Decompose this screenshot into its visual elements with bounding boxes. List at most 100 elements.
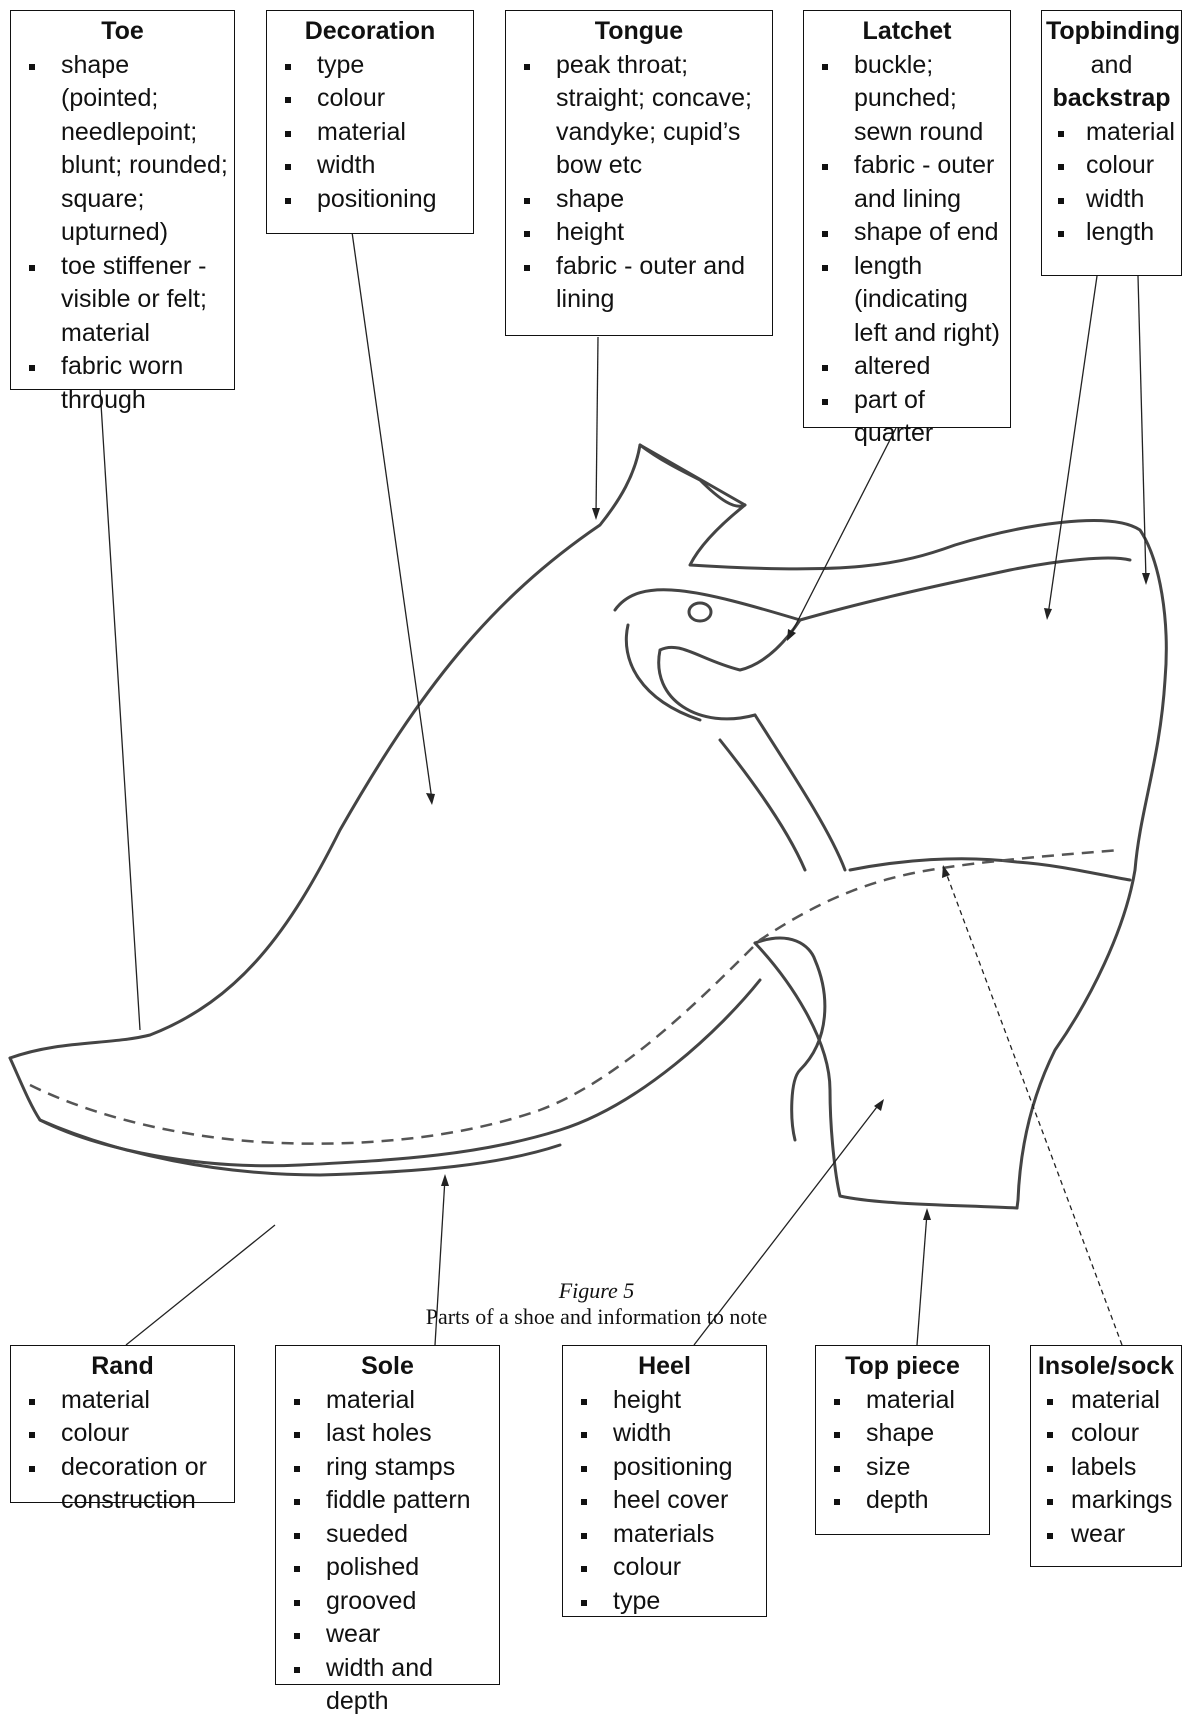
list-item: material [17, 1384, 228, 1418]
list-item: material [1035, 1384, 1177, 1418]
top-piece-title: Top piece [822, 1350, 983, 1384]
insole-list: material colour labels markings wear [1035, 1384, 1177, 1552]
list-item: positioning [273, 183, 467, 217]
topbinding-title-c: backstrap [1046, 82, 1177, 116]
list-item: colour [569, 1551, 760, 1585]
tongue-title: Tongue [512, 15, 766, 49]
leader-topbinding-a [1048, 276, 1097, 615]
leader-tongue [596, 337, 598, 515]
topbinding-title-a: Topbinding [1046, 15, 1177, 49]
list-item: width [569, 1417, 760, 1451]
list-item: peak throat; straight; concave; vandyke;… [512, 49, 766, 183]
sole-title: Sole [282, 1350, 493, 1384]
list-item: polished [282, 1551, 493, 1585]
insole-title: Insole/sock [1035, 1350, 1177, 1384]
heel-breast [755, 938, 825, 1140]
leader-toe [100, 388, 140, 1030]
list-item: colour [273, 82, 467, 116]
quarter-seam [755, 715, 845, 870]
latchet-seam [720, 740, 805, 870]
list-item: part of quarter [810, 384, 1004, 451]
decoration-list: type colour material width positioning [273, 49, 467, 217]
heel-outline [755, 943, 1017, 1208]
list-item: material [822, 1384, 983, 1418]
arrowhead-latchet [787, 629, 796, 641]
list-item: sueded [282, 1518, 493, 1552]
rand-list: material colour decoration or constructi… [17, 1384, 228, 1518]
figure-number: Figure 5 [0, 1278, 1193, 1304]
list-item: fabric - outer and lining [512, 250, 766, 317]
list-item: length [1046, 216, 1177, 250]
rand-title: Rand [17, 1350, 228, 1384]
leader-insole [945, 870, 1122, 1345]
arrowhead-sole [441, 1174, 449, 1186]
latchet-title: Latchet [810, 15, 1004, 49]
list-item: material [1046, 116, 1177, 150]
rand-box: Rand material colour decoration or const… [10, 1345, 235, 1503]
list-item: toe stiffener - visible or felt; materia… [17, 250, 228, 351]
list-item: colour [17, 1417, 228, 1451]
shoe-upper-outline [10, 445, 1166, 1208]
list-item: material [282, 1384, 493, 1418]
latchet-list: buckle; punched; sewn round fabric - out… [810, 49, 1004, 451]
list-item: size [822, 1451, 983, 1485]
list-item: type [273, 49, 467, 83]
list-item: length (indicating left and right) [810, 250, 1004, 351]
tongue-list: peak throat; straight; concave; vandyke;… [512, 49, 766, 317]
figure-caption: Figure 5 Parts of a shoe and information… [0, 1278, 1193, 1330]
heel-box: Heel height width positioning heel cover… [562, 1345, 767, 1617]
list-item: shape (pointed; needlepoint; blunt; roun… [17, 49, 228, 250]
list-item: width and depth [282, 1652, 493, 1719]
list-item: last holes [282, 1417, 493, 1451]
topbinding-title-b: and [1046, 49, 1177, 83]
list-item: depth [822, 1484, 983, 1518]
leader-decoration [352, 232, 432, 800]
list-item: material [273, 116, 467, 150]
top-piece-box: Top piece material shape size depth [815, 1345, 990, 1535]
list-item: colour [1046, 149, 1177, 183]
latchet-outline [615, 590, 800, 719]
list-item: heel cover [569, 1484, 760, 1518]
list-item: shape [512, 183, 766, 217]
sole-list: material last holes ring stamps fiddle p… [282, 1384, 493, 1719]
list-item: shape [822, 1417, 983, 1451]
toe-box: Toe shape (pointed; needlepoint; blunt; … [10, 10, 235, 390]
list-item: fabric - outer and lining [810, 149, 1004, 216]
list-item: height [512, 216, 766, 250]
list-item: markings [1035, 1484, 1177, 1518]
list-item: grooved [282, 1585, 493, 1619]
list-item: buckle; punched; sewn round [810, 49, 1004, 150]
list-item: fabric worn through [17, 350, 228, 417]
latchet-box: Latchet buckle; punched; sewn round fabr… [803, 10, 1011, 428]
list-item: width [273, 149, 467, 183]
list-item: materials [569, 1518, 760, 1552]
arrowhead-topbinding-b [1142, 573, 1150, 585]
list-item: decoration or construction [17, 1451, 228, 1518]
leader-latchet [790, 428, 896, 636]
toe-list: shape (pointed; needlepoint; blunt; roun… [17, 49, 228, 418]
arrowhead-tongue [592, 508, 600, 520]
list-item: type [569, 1585, 760, 1619]
sole-box: Sole material last holes ring stamps fid… [275, 1345, 500, 1685]
decoration-title: Decoration [273, 15, 467, 49]
list-item: width [1046, 183, 1177, 217]
decoration-box: Decoration type colour material width po… [266, 10, 474, 234]
list-item: altered [810, 350, 1004, 384]
topbinding-list: material colour width length [1046, 116, 1177, 250]
topbinding-box: Topbinding and backstrap material colour… [1041, 10, 1182, 276]
tongue-box: Tongue peak throat; straight; concave; v… [505, 10, 773, 336]
list-item: labels [1035, 1451, 1177, 1485]
list-item: wear [282, 1618, 493, 1652]
top-piece-list: material shape size depth [822, 1384, 983, 1518]
latchet-hole [689, 603, 711, 621]
arrowhead-top-piece [923, 1208, 931, 1220]
arrowhead-topbinding-a [1044, 608, 1052, 620]
list-item: colour [1035, 1417, 1177, 1451]
list-item: height [569, 1384, 760, 1418]
sole-outline [10, 980, 760, 1166]
list-item: fiddle pattern [282, 1484, 493, 1518]
toe-title: Toe [17, 15, 228, 49]
list-item: wear [1035, 1518, 1177, 1552]
topbinding-title: Topbinding and backstrap [1046, 15, 1177, 116]
list-item: ring stamps [282, 1451, 493, 1485]
